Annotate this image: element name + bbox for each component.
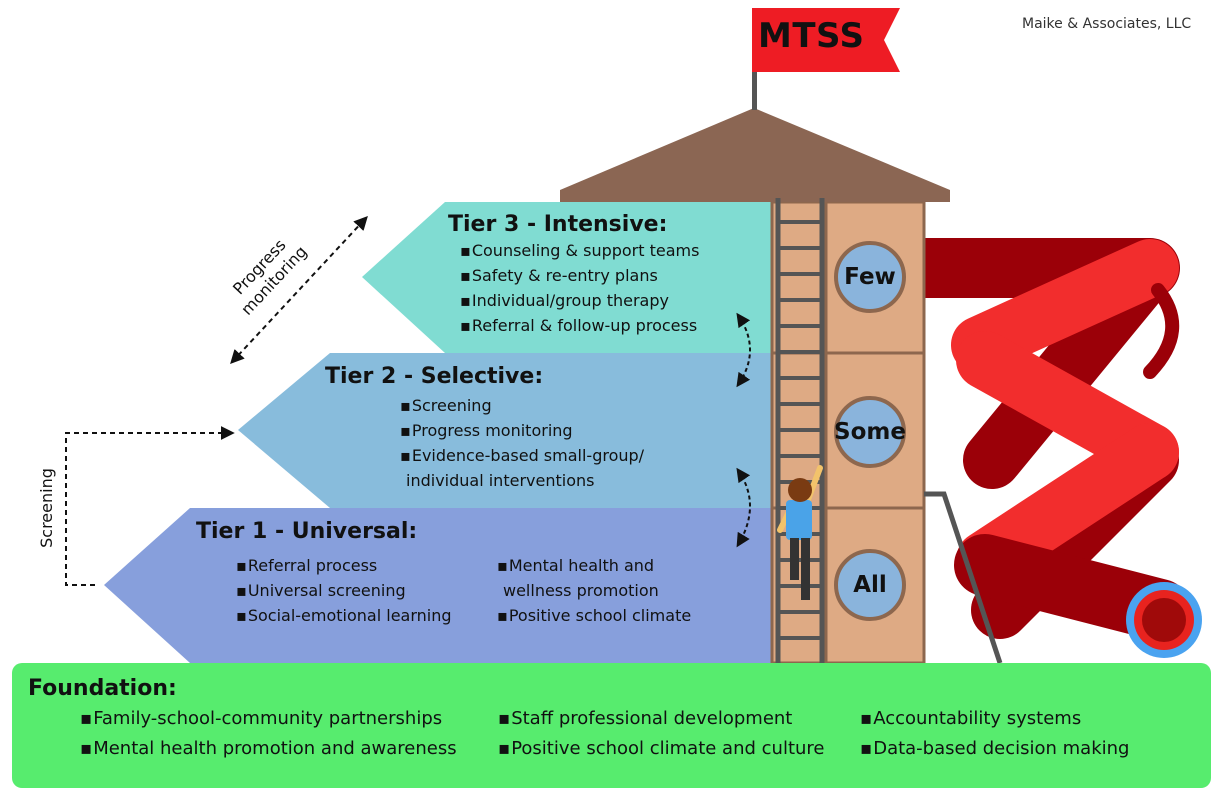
foundation-col1: Family-school-community partnerships Men…: [80, 704, 457, 764]
list-item: Mental health promotion and awareness: [80, 734, 456, 764]
list-item: individual interventions: [406, 471, 595, 490]
list-item: Social-emotional learning: [236, 603, 452, 628]
list-item: Progress monitoring: [400, 418, 644, 443]
list-item: wellness promotion: [503, 581, 659, 600]
foundation-col2: Staff professional development Positive …: [498, 704, 825, 764]
tier3-badge: Few: [834, 241, 906, 313]
list-item: Counseling & support teams: [460, 238, 700, 263]
tier1-list-right: Mental health and wellness promotion Pos…: [497, 553, 691, 628]
list-item: Screening: [400, 393, 644, 418]
flag-graphic: [752, 8, 900, 72]
foundation-col3: Accountability systems Data-based decisi…: [860, 704, 1129, 764]
roof-graphic: [560, 108, 950, 202]
credit-text: Maike & Associates, LLC: [1022, 16, 1192, 32]
list-item: Referral process: [236, 553, 452, 578]
flagpole: [752, 60, 757, 110]
tier2-title: Tier 2 - Selective:: [325, 364, 544, 389]
list-item: Mental health and: [497, 553, 691, 578]
tier3-list: Counseling & support teams Safety & re-e…: [460, 238, 700, 338]
tier3-tier2-arrow: [736, 312, 751, 388]
list-item: Accountability systems: [860, 704, 1129, 734]
list-item: Referral & follow-up process: [460, 313, 699, 338]
tier3-title: Tier 3 - Intensive:: [448, 212, 668, 237]
list-item: Safety & re-entry plans: [460, 263, 699, 288]
list-item: Family-school-community partnerships: [80, 704, 457, 734]
list-item: Staff professional development: [498, 704, 825, 734]
tier2-badge: Some: [834, 396, 906, 468]
list-item: Data-based decision making: [860, 734, 1129, 764]
list-item: Universal screening: [236, 578, 452, 603]
tier2-list: Screening Progress monitoring Evidence-b…: [400, 393, 644, 493]
list-item: Individual/group therapy: [460, 288, 699, 313]
list-item: Positive school climate: [497, 603, 691, 628]
handrail-graphic: [924, 491, 1003, 664]
flag-label: MTSS: [758, 16, 865, 56]
foundation-title: Foundation:: [28, 676, 177, 701]
tier2-tier1-arrow: [736, 467, 751, 548]
slide-graphic: [892, 238, 1202, 658]
tier1-list-left: Referral process Universal screening Soc…: [236, 553, 452, 628]
progress-monitoring-arrow: [230, 215, 368, 365]
tier1-title: Tier 1 - Universal:: [196, 519, 418, 544]
tier1-badge: All: [834, 549, 906, 621]
ladder-graphic: [775, 198, 825, 663]
screening-arrow: [65, 426, 235, 586]
screening-label: Screening: [37, 468, 56, 548]
list-item: Evidence-based small-group/: [400, 443, 644, 468]
climbing-child-graphic: [777, 465, 823, 600]
list-item: Positive school climate and culture: [498, 734, 824, 764]
